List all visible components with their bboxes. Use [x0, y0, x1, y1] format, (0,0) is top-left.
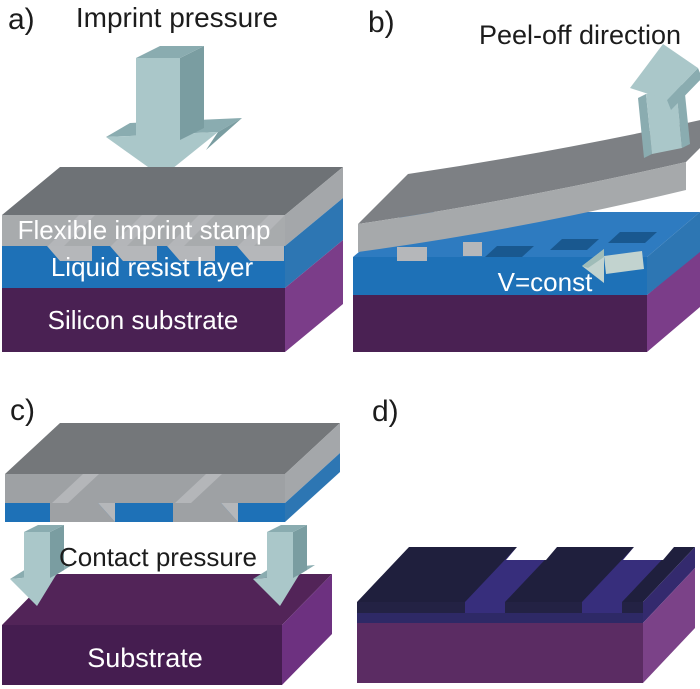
- stamp-top-face-curved: [358, 120, 700, 224]
- arrow-shaft-side-face: [50, 525, 64, 578]
- stamp-side-face: [285, 423, 340, 503]
- resist-side-face: [285, 198, 343, 288]
- stamp-tooth: [237, 246, 284, 261]
- stamp-tooth-bevel: [221, 503, 238, 522]
- stamp-tooth-streak: [238, 215, 285, 246]
- substrate-layer-label: Silicon substrate: [48, 305, 239, 335]
- resist-side-face: [285, 453, 340, 522]
- arrow-shaft-front-face: [267, 532, 293, 578]
- contact-pressure-arrow-right-icon: [253, 525, 315, 606]
- stamp-tooth-streak: [168, 215, 215, 246]
- resist-front-face: [5, 503, 285, 522]
- substrate-layer-label: Substrate: [87, 643, 203, 673]
- arrow-head-top-face: [630, 44, 698, 100]
- velocity-label: V=const: [498, 267, 593, 297]
- substrate-side-face: [285, 240, 343, 352]
- peel-off-arrow-icon: [630, 44, 700, 158]
- stamp-front-face-curved: [358, 162, 686, 252]
- panel-a-label: a): [8, 3, 35, 36]
- arrow-shaft-top-face: [136, 46, 204, 58]
- stamp-tooth-streak: [175, 474, 222, 503]
- panel-a: a) Imprint pressure Flexible imprint sta…: [2, 2, 343, 352]
- substrate-side-face: [282, 574, 332, 685]
- arrow-shaft-top-face: [24, 525, 64, 532]
- resist-side-face: [647, 212, 700, 295]
- stamp-tooth-streak: [48, 215, 95, 246]
- stamp-tooth: [173, 503, 238, 522]
- arrow-shaft-side-face: [180, 46, 204, 140]
- substrate-side-face: [643, 568, 695, 683]
- stamp-side-face: [285, 167, 343, 246]
- substrate-front-face: [353, 295, 647, 352]
- patterned-groove: [582, 547, 674, 602]
- arrow-head-side-face: [206, 118, 242, 150]
- substrate-front-face: [357, 623, 643, 683]
- resist-layer-label: Liquid resist layer: [51, 252, 254, 282]
- imprinted-groove: [485, 246, 534, 257]
- stamp-top-face: [5, 423, 340, 474]
- imprint-pressure-arrow-icon: [106, 46, 242, 177]
- imprinted-groove: [550, 239, 599, 250]
- panel-b-label: b): [368, 6, 395, 39]
- panel-a-title: Imprint pressure: [76, 2, 278, 33]
- panel-d: d): [357, 395, 695, 683]
- arrow-shaft-top-face: [267, 525, 307, 532]
- panel-d-label: d): [372, 395, 399, 428]
- stamp-top-face: [2, 167, 343, 215]
- panel-c-label: c): [10, 394, 35, 427]
- arrow-shaft-side-face: [293, 525, 307, 578]
- arrow-head-side-face: [667, 68, 700, 110]
- stamp-tooth-streak: [52, 474, 99, 503]
- imprinted-groove: [608, 232, 657, 243]
- groove-back-notch: [623, 547, 674, 560]
- substrate-top-face: [2, 574, 332, 625]
- arrow-head-front-face: [10, 575, 56, 606]
- stamp-tooth: [110, 246, 157, 261]
- panel-b-title: Peel-off direction: [479, 20, 681, 50]
- arrow-shaft-front-face: [136, 58, 180, 142]
- arrow-head-front-face: [253, 575, 299, 606]
- substrate-front-face: [2, 288, 285, 352]
- arrow-head-bevel: [582, 249, 604, 268]
- peel-velocity-arrow-icon: [582, 249, 644, 283]
- groove-front-notch: [465, 602, 505, 613]
- stamp-tooth: [463, 242, 482, 256]
- residual-layer-front-band: [357, 613, 643, 623]
- panel-b: b) Peel-off direction V=const: [353, 6, 700, 352]
- stamp-tooth: [167, 246, 215, 261]
- stamp-tooth-streak: [111, 215, 158, 246]
- groove-back-notch: [506, 547, 557, 560]
- substrate-side-face: [647, 250, 700, 352]
- arrow-shaft-side-face: [638, 94, 652, 158]
- contact-pressure-arrow-left-icon: [10, 525, 72, 606]
- patterned-resist-side-face: [643, 547, 695, 623]
- arrow-shaft: [604, 251, 644, 274]
- stamp-tooth: [50, 503, 115, 522]
- panel-c: c) Contact pressure Substrate: [2, 394, 340, 685]
- substrate-front-face: [2, 625, 282, 685]
- stamp-tooth-bevel: [98, 503, 115, 522]
- groove-front-notch: [582, 602, 622, 613]
- stamp-tooth: [397, 247, 427, 261]
- stamp-front-face: [5, 474, 285, 503]
- arrow-head-front-face: [106, 132, 218, 177]
- arrow-shaft-front-face: [24, 532, 50, 578]
- stamp-layer-label: Flexible imprint stamp: [18, 215, 271, 245]
- stamp-tooth: [47, 246, 92, 261]
- patterned-groove: [465, 547, 557, 602]
- contact-pressure-label: Contact pressure: [59, 542, 257, 572]
